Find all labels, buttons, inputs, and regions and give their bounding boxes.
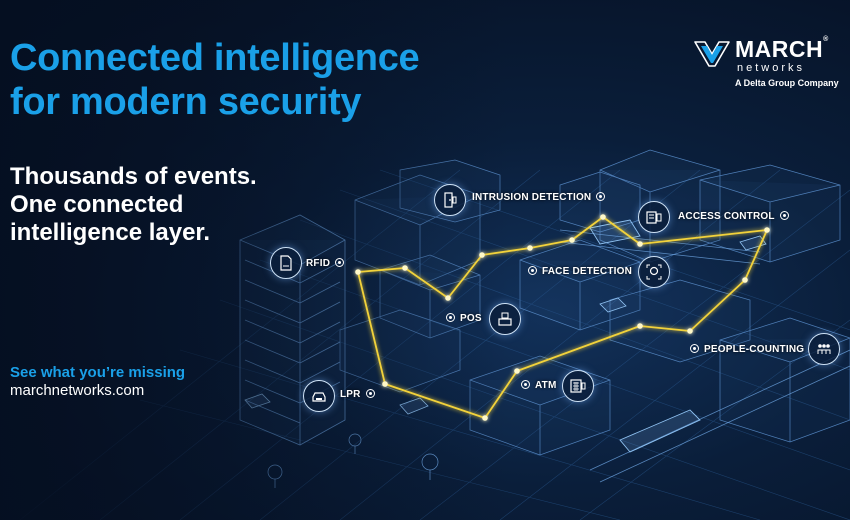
- hotspot-access-control[interactable]: ACCESS CONTROL: [678, 211, 789, 222]
- headline-line-1: Connected intelligence: [10, 37, 420, 79]
- hotspot-people-counting[interactable]: PEOPLE-COUNTING: [690, 344, 804, 355]
- website-link[interactable]: marchnetworks.com: [10, 382, 145, 399]
- logo-subtitle: networks: [737, 62, 806, 74]
- hotspot-dot-icon: [446, 313, 455, 322]
- march-networks-logo: MARCH® networks A Delta Group Company: [693, 36, 843, 94]
- network-path: [355, 214, 770, 421]
- hotspot-label: ACCESS CONTROL: [678, 211, 775, 222]
- tagline-line-2: One connected: [10, 191, 184, 218]
- headline-line-2: for modern security: [10, 81, 362, 123]
- headline: Connected intelligence for modern securi…: [10, 36, 420, 124]
- hotspot-dot-icon: [528, 266, 537, 275]
- hotspot-dot-icon: [365, 389, 375, 398]
- hotspot-atm[interactable]: ATM: [521, 380, 557, 391]
- tagline-line-3: intelligence layer.: [10, 219, 211, 246]
- logo-parent-company: A Delta Group Company: [735, 78, 839, 88]
- hotspot-dot-icon: [335, 258, 345, 267]
- hotspot-face-detection[interactable]: FACE DETECTION: [528, 266, 632, 277]
- license-plate-car-icon: [303, 380, 335, 412]
- hotspot-label: RFID: [306, 258, 331, 269]
- tagline-line-1: Thousands of events.: [10, 163, 257, 190]
- hotspot-label: POS: [460, 313, 482, 324]
- face-scan-icon: [638, 256, 670, 288]
- hotspot-rfid[interactable]: RFID: [306, 258, 345, 269]
- rfid-tag-icon: [270, 247, 302, 279]
- hotspot-label: PEOPLE-COUNTING: [704, 344, 805, 355]
- hotspot-pos[interactable]: POS: [446, 313, 482, 324]
- cta-text: See what you’re missing: [10, 364, 186, 381]
- hotspot-lpr[interactable]: LPR: [340, 389, 375, 400]
- hotspot-label: ATM: [535, 380, 557, 391]
- hotspot-label: FACE DETECTION: [542, 266, 633, 277]
- atm-keypad-icon: [562, 370, 594, 402]
- hotspot-dot-icon: [690, 344, 699, 353]
- cash-register-icon: [489, 303, 521, 335]
- door-sensor-icon: [434, 184, 466, 216]
- people-group-icon: [808, 333, 840, 365]
- hotspot-dot-icon: [521, 380, 530, 389]
- tagline: Thousands of events. One connected intel…: [10, 163, 257, 247]
- logo-mark-icon: [694, 41, 730, 67]
- hotspot-dot-icon: [596, 192, 606, 201]
- hotspot-dot-icon: [779, 211, 789, 220]
- logo-wordmark: MARCH®: [735, 36, 829, 62]
- hotspot-label: INTRUSION DETECTION: [472, 192, 592, 203]
- hotspot-label: LPR: [340, 389, 361, 400]
- hotspot-intrusion-detection[interactable]: INTRUSION DETECTION: [472, 192, 606, 203]
- keycard-reader-icon: [638, 201, 670, 233]
